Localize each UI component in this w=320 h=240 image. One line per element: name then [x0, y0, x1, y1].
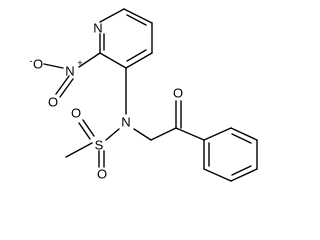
phenyl-ring [203, 127, 258, 182]
nitro-n-label: N [65, 64, 74, 79]
sulfonyl-o-left-label: O [71, 106, 81, 121]
phenacyl-chain [133, 100, 205, 141]
sulfonyl-o-bottom-label: O [97, 167, 107, 182]
sulfonamide-group [65, 119, 120, 168]
nitro-o-double-label: O [48, 95, 58, 110]
sulfur-label: S [95, 138, 104, 153]
pyridine-n-label: N [93, 21, 102, 36]
ketone-o-label: O [173, 86, 183, 101]
sulfonamide-n-label: N [121, 115, 130, 130]
chemical-structure: N N + O - O N S O O O [30, 8, 258, 182]
nitro-n-charge-label: + [77, 58, 82, 68]
nitro-o-minus-label: O [33, 57, 43, 72]
nitro-group [43, 52, 101, 98]
nitro-o-minus-charge-label: - [30, 56, 33, 66]
pyridine-ring [99, 8, 153, 69]
